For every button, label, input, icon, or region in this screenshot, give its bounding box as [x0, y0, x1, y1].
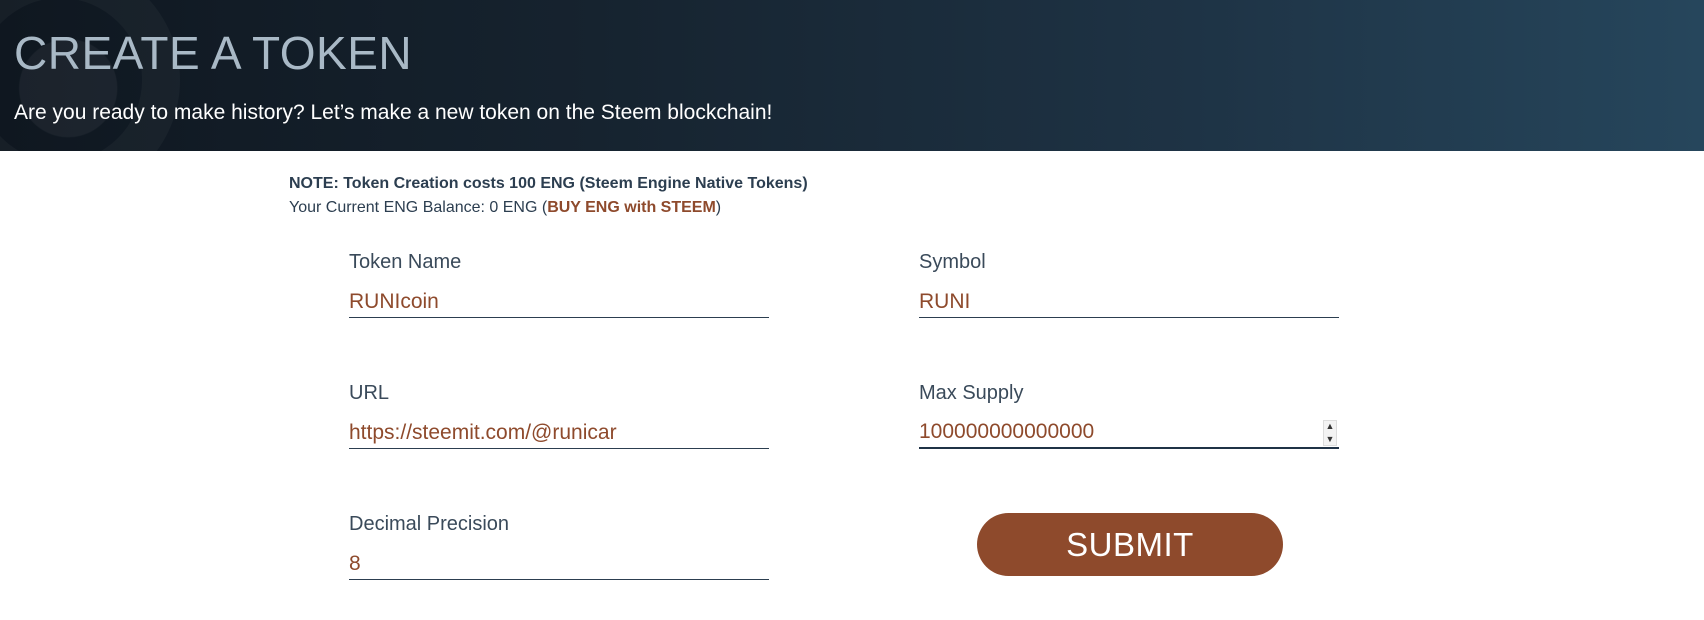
max-supply-label: Max Supply: [919, 382, 1024, 404]
cost-note-text: NOTE: Token Creation costs 100 ENG (Stee…: [289, 175, 808, 192]
symbol-label: Symbol: [919, 251, 986, 273]
url-label: URL: [349, 382, 390, 404]
token-cost-note: NOTE: Token Creation costs 100 ENG (Stee…: [289, 172, 808, 220]
balance-suffix: ): [715, 199, 722, 216]
token-name-input[interactable]: [349, 286, 769, 318]
triangle-up-icon[interactable]: ▲: [1325, 421, 1335, 431]
max-supply-field: Max Supply ▲ ▼: [919, 382, 1339, 449]
triangle-down-icon[interactable]: ▼: [1325, 434, 1335, 444]
decimal-precision-field: Decimal Precision: [349, 513, 769, 580]
url-field: URL: [349, 382, 769, 449]
buy-eng-link[interactable]: BUY ENG with STEEM: [547, 199, 716, 216]
symbol-input[interactable]: [919, 286, 1339, 318]
max-supply-wrapper: ▲ ▼: [919, 417, 1339, 449]
url-input[interactable]: [349, 417, 769, 449]
submit-button[interactable]: SUBMIT: [977, 513, 1283, 576]
decimal-precision-input[interactable]: [349, 548, 769, 580]
symbol-field: Symbol: [919, 251, 1339, 318]
balance-text: Your Current ENG Balance: 0 ENG (: [289, 199, 548, 216]
max-supply-input[interactable]: [919, 417, 1339, 449]
token-name-label: Token Name: [349, 251, 462, 273]
balance-line: Your Current ENG Balance: 0 ENG (BUY ENG…: [289, 196, 808, 220]
gear-icon: [0, 0, 180, 151]
token-name-field: Token Name: [349, 251, 769, 318]
page-subtitle: Are you ready to make history? Let’s mak…: [14, 101, 773, 124]
page-title: CREATE A TOKEN: [14, 27, 413, 79]
number-spinner[interactable]: ▲ ▼: [1323, 420, 1337, 446]
decimal-precision-label: Decimal Precision: [349, 513, 510, 535]
page-header: CREATE A TOKEN Are you ready to make his…: [0, 0, 1704, 151]
